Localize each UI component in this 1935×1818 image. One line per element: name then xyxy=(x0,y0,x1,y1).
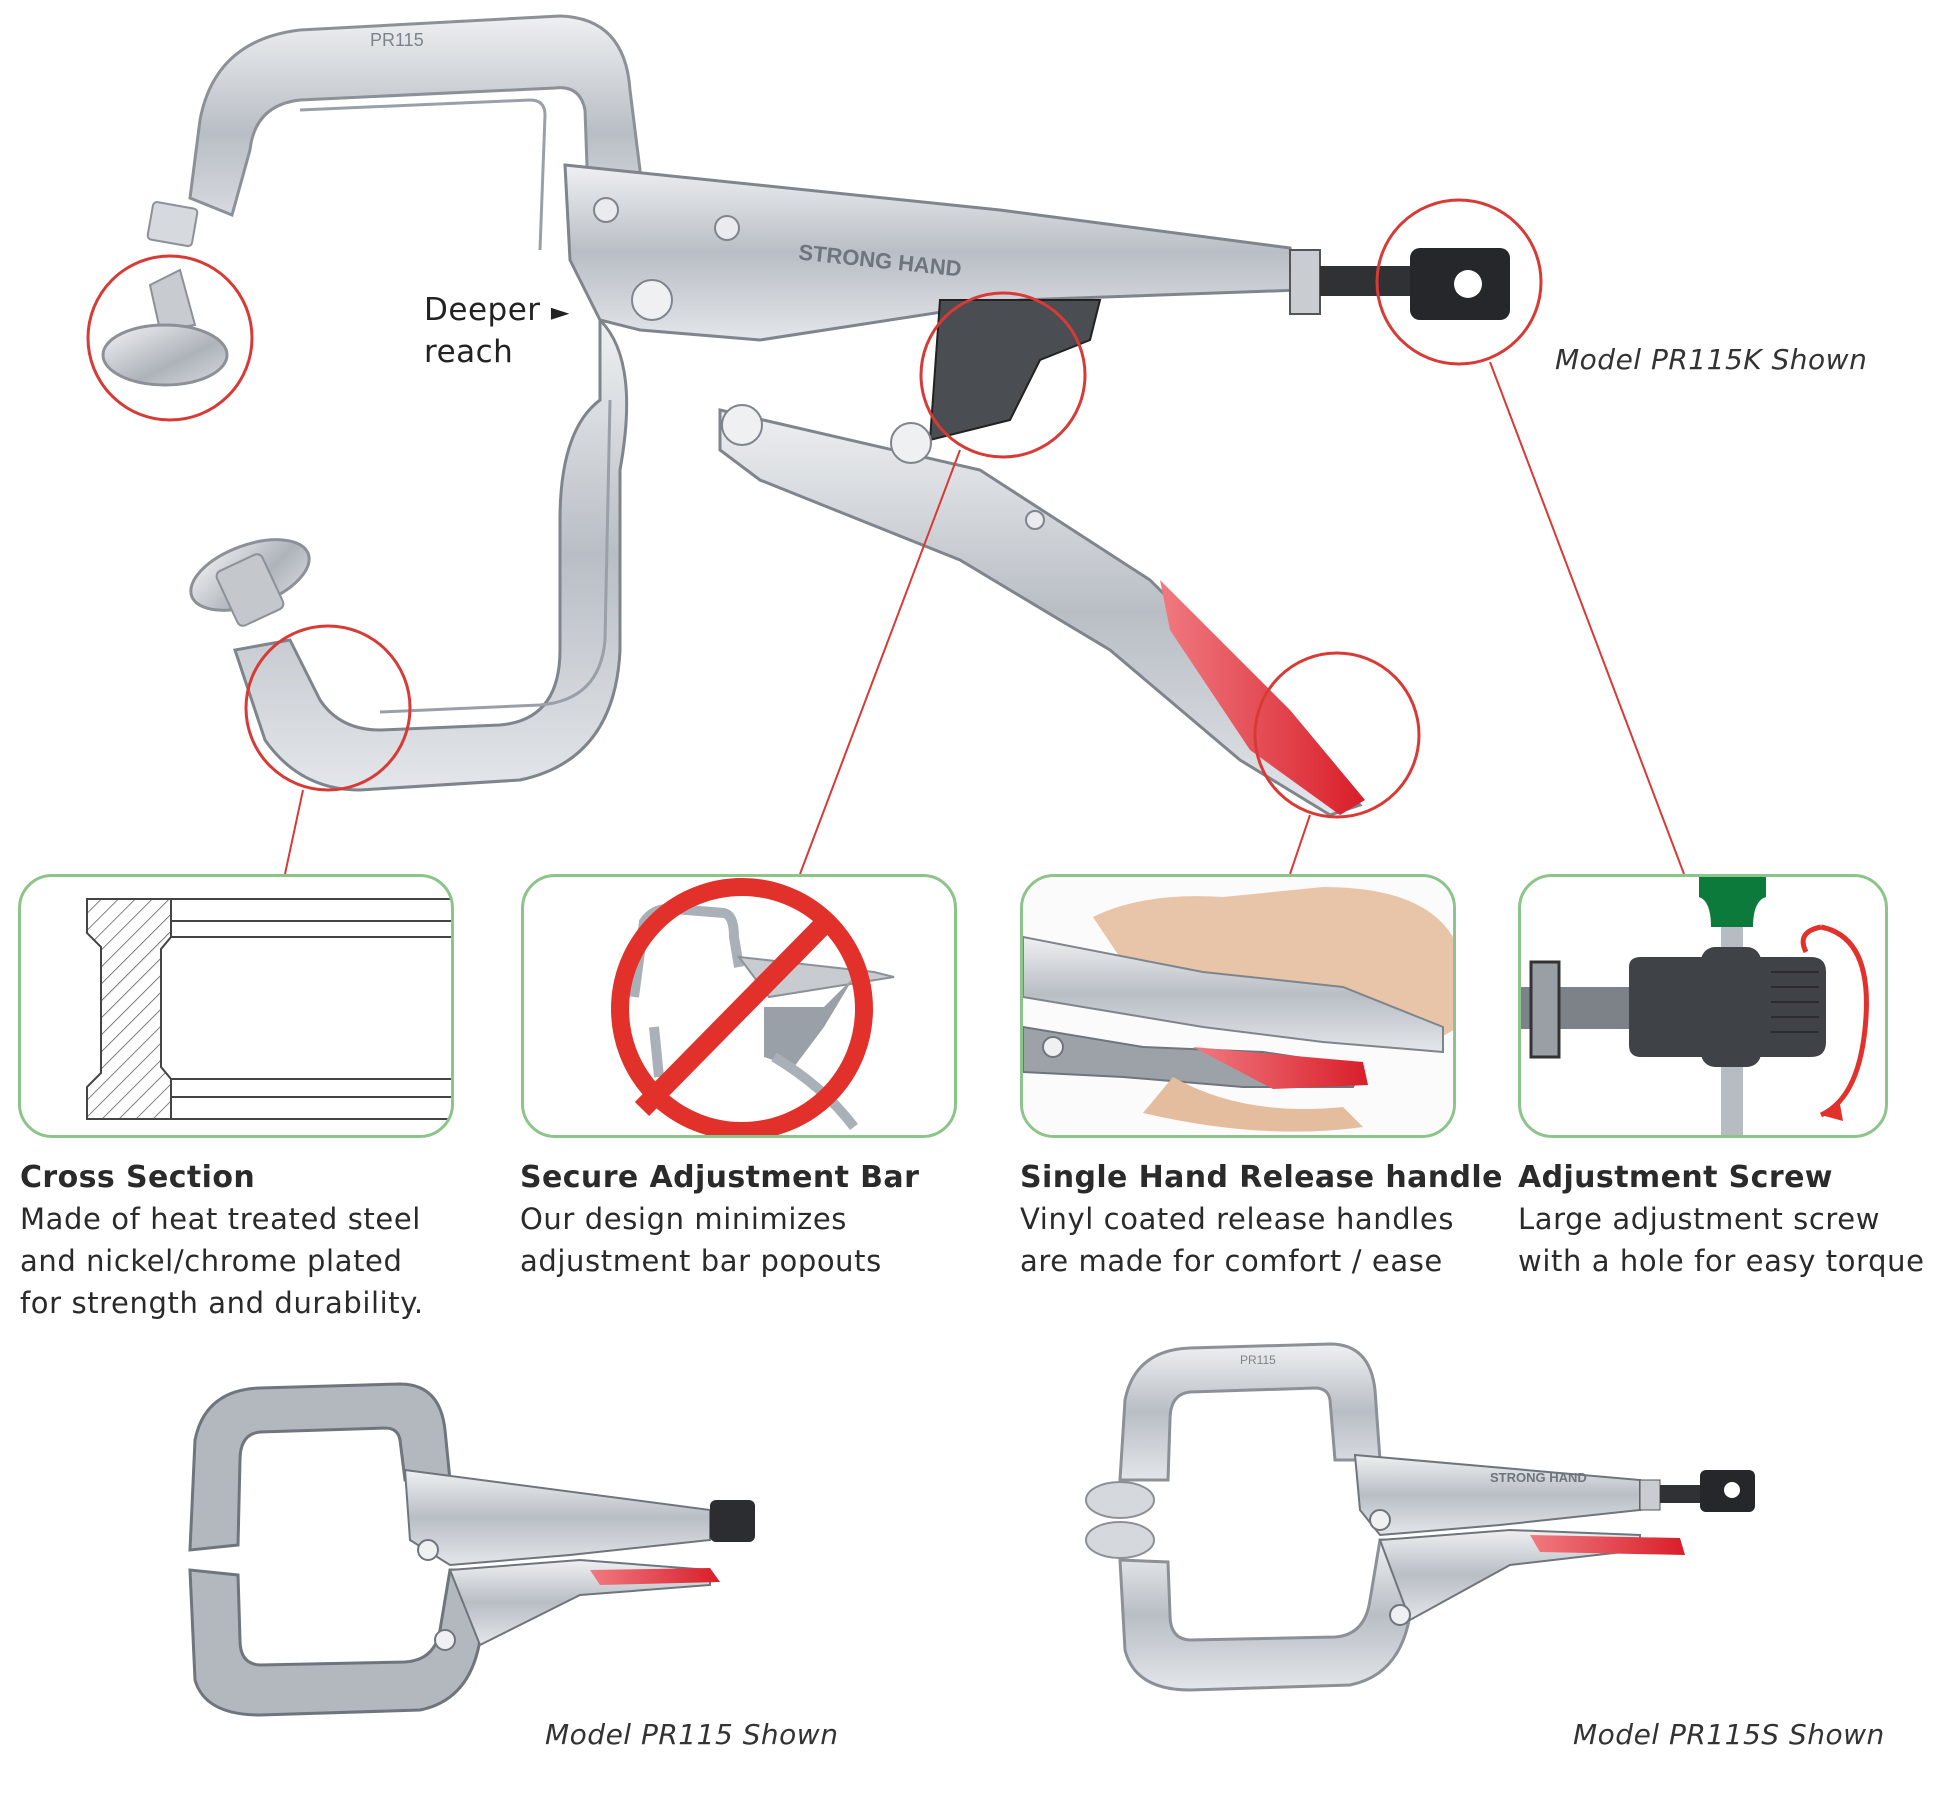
leader-line-adjustment-bar xyxy=(799,449,961,875)
feature-body-release-handle: Vinyl coated release handles are made fo… xyxy=(1020,1198,1454,1282)
model-caption-pr115s: Model PR115S Shown xyxy=(1573,1718,1885,1751)
feature-title-cross-section: Cross Section xyxy=(20,1160,256,1195)
lower-swivel-pad xyxy=(189,538,311,627)
callout-circle-pad xyxy=(86,254,254,422)
feature-line: Our design minimizes xyxy=(520,1202,847,1236)
deeper-reach-text-line2: reach xyxy=(424,334,514,370)
tool-pr115s-illustration: PR115 STRONG HAND xyxy=(1085,1342,1755,1692)
upper-handle: STRONG HAND xyxy=(563,163,1302,342)
feature-line: and nickel/chrome plated xyxy=(20,1244,403,1278)
adjustment-screw xyxy=(1289,248,1510,320)
panel-adjustment-screw xyxy=(1518,874,1888,1138)
panel-release-handle xyxy=(1020,874,1456,1138)
feature-body-adjustment-bar: Our design minimizes adjustment bar popo… xyxy=(520,1198,882,1282)
leader-line-adjustment-screw xyxy=(1489,361,1685,875)
model-caption-pr115k: Model PR115K Shown xyxy=(1555,343,1868,376)
feature-title-adjustment-screw: Adjustment Screw xyxy=(1518,1160,1833,1195)
feature-line: Made of heat treated steel xyxy=(20,1202,421,1236)
feature-line: with a hole for easy torque xyxy=(1518,1244,1925,1278)
screwdriver-handle-icon xyxy=(1699,877,1766,927)
callout-circles xyxy=(86,198,1543,819)
feature-line: adjustment bar popouts xyxy=(520,1244,882,1278)
callout-circle-adjustment-bar xyxy=(919,291,1087,459)
deeper-reach-text-line1: Deeper xyxy=(424,292,541,328)
panel-cross-section xyxy=(18,874,454,1138)
callout-circle-adjustment-screw xyxy=(1375,198,1543,366)
feature-body-cross-section: Made of heat treated steel and nickel/ch… xyxy=(20,1198,424,1324)
deeper-reach-label: Deeper ► reach xyxy=(424,290,570,372)
prohibited-icon xyxy=(611,878,873,1135)
tool-pr115-illustration xyxy=(188,1382,755,1717)
pr115s-brand-stamp: STRONG HAND xyxy=(1490,1470,1587,1485)
release-handle-photo xyxy=(1023,877,1453,1135)
cross-section-diagram xyxy=(86,898,451,1120)
pr115s-model-stamp: PR115 xyxy=(1240,1353,1276,1367)
leader-line-cross-section xyxy=(284,789,304,875)
upper-swivel-pad xyxy=(101,268,229,387)
callout-circle-cross-section xyxy=(244,624,412,792)
feature-line: are made for comfort / ease xyxy=(1020,1244,1443,1278)
feature-line: Large adjustment screw xyxy=(1518,1202,1881,1236)
feature-title-release-handle: Single Hand Release handle xyxy=(1020,1160,1503,1195)
lower-handle xyxy=(718,404,1365,817)
panel-adjustment-bar xyxy=(521,874,957,1138)
feature-title-adjustment-bar: Secure Adjustment Bar xyxy=(520,1160,920,1195)
adjustment-bar-diagram xyxy=(611,878,895,1135)
feature-line: for strength and durability. xyxy=(20,1286,424,1320)
model-caption-pr115: Model PR115 Shown xyxy=(545,1718,839,1751)
upper-c-frame: PR115 xyxy=(146,14,642,252)
feature-line: Vinyl coated release handles xyxy=(1020,1202,1455,1236)
tool-model-stamp: PR115 xyxy=(370,30,424,50)
adjustment-screw-diagram xyxy=(1521,877,1869,1135)
callout-circle-release-handle xyxy=(1253,651,1421,819)
release-lever xyxy=(928,299,1102,442)
feature-body-adjustment-screw: Large adjustment screw with a hole for e… xyxy=(1518,1198,1925,1282)
leader-line-release-handle xyxy=(1289,814,1311,875)
callout-leader-lines xyxy=(284,361,1685,875)
lower-c-frame xyxy=(233,316,629,792)
rotate-arrow-icon xyxy=(1819,924,1869,1118)
deeper-reach-arrow-icon: ► xyxy=(550,298,570,326)
